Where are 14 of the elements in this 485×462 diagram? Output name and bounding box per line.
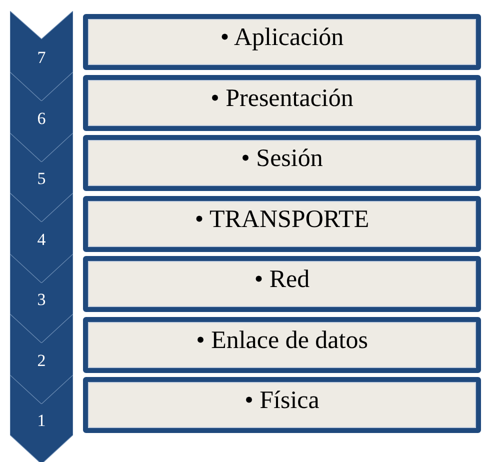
chevron-step: 3 (10, 253, 73, 343)
layer-box: • Enlace de datos (83, 316, 481, 372)
chevron-step: 7 (10, 11, 73, 101)
layer-box: • Aplicación (83, 14, 481, 70)
layer-box: • Física (83, 377, 481, 433)
chevron-step: 1 (10, 374, 73, 462)
layer-box: • TRANSPORTE (83, 196, 481, 252)
chevron-step: 4 (10, 192, 73, 282)
layer-box: • Red (83, 256, 481, 312)
chevron-step: 5 (10, 132, 73, 222)
layer-box: • Sesión (83, 135, 481, 191)
chevron-step: 6 (10, 72, 73, 162)
chevron-step: 2 (10, 314, 73, 404)
layer-box: • Presentación (83, 74, 481, 130)
